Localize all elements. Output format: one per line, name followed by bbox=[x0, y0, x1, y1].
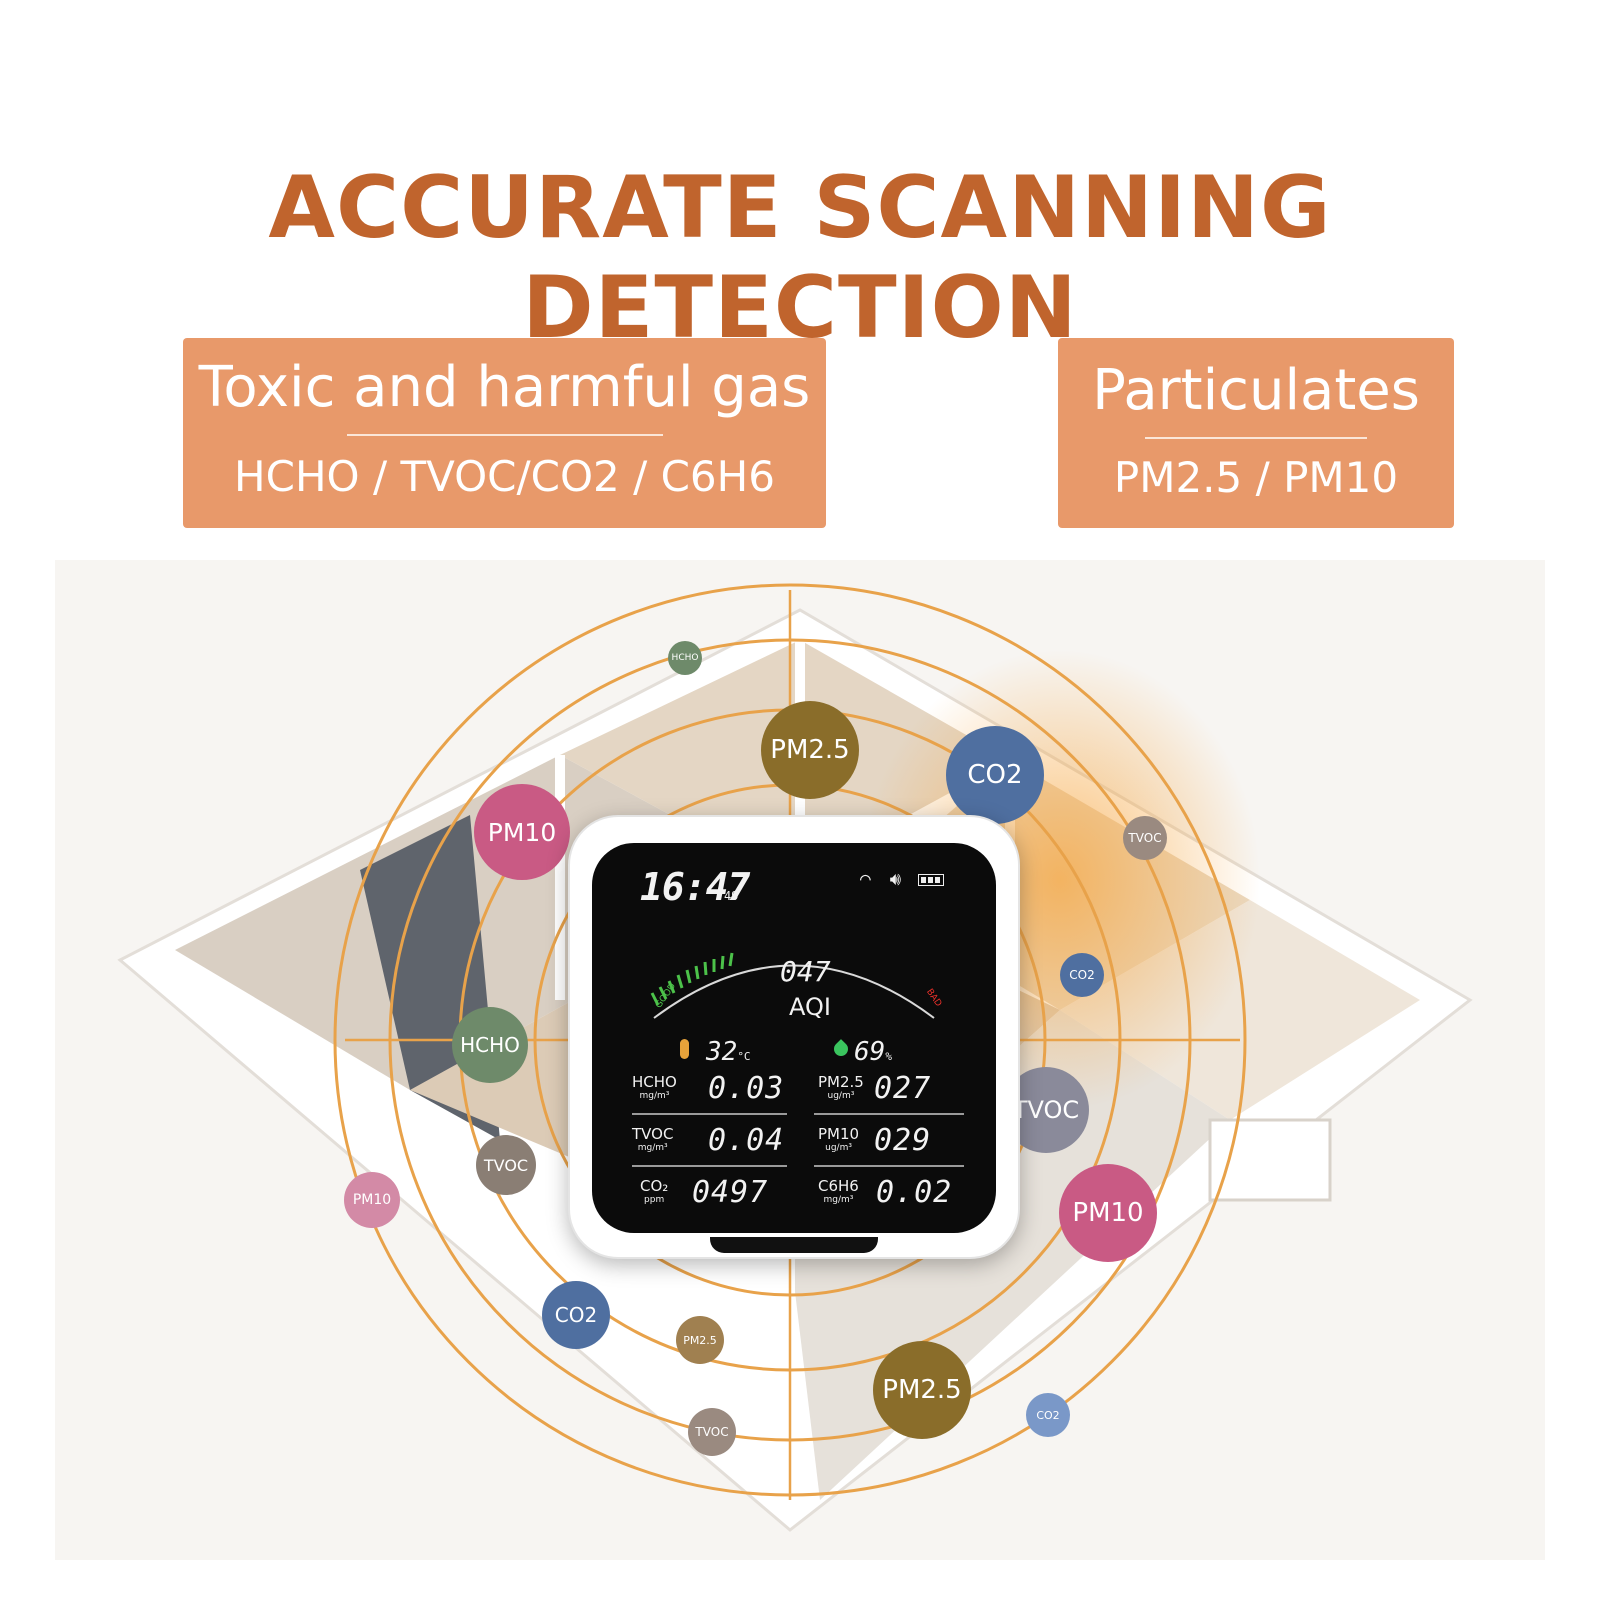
pollutant-bubble-tvoc: TVOC bbox=[1012, 1096, 1080, 1124]
speaker-icon: 🔊︎ bbox=[889, 869, 902, 890]
reading-pm25-unit: ug/m³ bbox=[827, 1091, 855, 1101]
reading-c6h6-value: 0.02 bbox=[876, 1175, 953, 1210]
reading-pm25-value: 027 bbox=[874, 1071, 932, 1106]
pollutant-bubble-tvoc: TVOC bbox=[695, 1425, 729, 1439]
reading-hcho-value: 0.03 bbox=[708, 1071, 785, 1106]
battery-icon bbox=[917, 874, 944, 886]
humidity-reading: 69% bbox=[854, 1037, 892, 1067]
particulates-title: Particulates bbox=[1092, 358, 1420, 423]
row-divider bbox=[632, 1165, 787, 1167]
monitor-screen: 16:47 49 ◠ 🔊︎ GOOD BAD 047 AQ bbox=[592, 843, 996, 1233]
pollutant-bubble-co2: CO2 bbox=[554, 1303, 598, 1327]
pollutant-bubble-tvoc: TVOC bbox=[1128, 831, 1162, 845]
reading-hcho-unit: mg/m³ bbox=[639, 1091, 670, 1101]
pollutant-bubble-pm10: PM10 bbox=[352, 1192, 392, 1208]
pollutant-bubble-hcho: HCHO bbox=[460, 1033, 520, 1057]
humidity-unit: % bbox=[885, 1050, 892, 1063]
clock-time: 16:47 bbox=[640, 865, 750, 909]
temperature-value: 32 bbox=[706, 1037, 738, 1067]
reading-co2-value: 0497 bbox=[692, 1175, 769, 1210]
temperature-unit: °C bbox=[737, 1050, 751, 1063]
toxic-gas-badge: Toxic and harmful gas HCHO / TVOC/CO2 / … bbox=[183, 338, 826, 528]
toxic-gas-divider bbox=[346, 434, 663, 436]
pollutant-bubble-co2: CO2 bbox=[967, 760, 1023, 790]
reading-c6h6-unit: mg/m³ bbox=[823, 1195, 854, 1205]
pollutant-bubble-pm10: PM10 bbox=[1072, 1198, 1144, 1228]
pollutant-bubble-pm25: PM2.5 bbox=[683, 1333, 717, 1347]
aqi-label: AQI bbox=[789, 993, 831, 1021]
reading-tvoc-value: 0.04 bbox=[708, 1123, 785, 1158]
pollutant-bubble-tvoc: TVOC bbox=[483, 1155, 529, 1175]
clock-seconds: 49 bbox=[724, 889, 739, 903]
humidity-value: 69 bbox=[854, 1037, 886, 1067]
wifi-icon: ◠ bbox=[860, 869, 871, 890]
pollutant-bubble-co2: CO2 bbox=[1036, 1408, 1060, 1422]
reading-pm10-unit: ug/m³ bbox=[825, 1143, 852, 1153]
pollutant-bubble-pm25: PM2.5 bbox=[770, 735, 850, 765]
pollutant-bubble-co2: CO2 bbox=[1069, 968, 1095, 982]
reading-pm10-value: 029 bbox=[874, 1123, 932, 1158]
pollutant-bubble-pm10: PM10 bbox=[487, 817, 557, 847]
row-divider bbox=[814, 1113, 964, 1115]
monitor-stand bbox=[710, 1237, 878, 1253]
toxic-gas-list: HCHO / TVOC/CO2 / C6H6 bbox=[234, 452, 775, 501]
aqi-gauge bbox=[650, 952, 935, 1019]
particulates-list: PM2.5 / PM10 bbox=[1113, 453, 1399, 502]
reading-tvoc-unit: mg/m³ bbox=[637, 1143, 668, 1153]
pollutant-bubble-markers bbox=[344, 641, 1167, 1456]
pollutant-bubble-pm25: PM2.5 bbox=[882, 1375, 962, 1405]
aqi-value: 047 bbox=[780, 955, 831, 988]
temperature-reading: 32°C bbox=[706, 1037, 751, 1067]
row-divider bbox=[814, 1165, 964, 1167]
headline: ACCURATE SCANNING DETECTION bbox=[268, 158, 1332, 358]
pollutant-bubble-hcho: HCHO bbox=[671, 653, 699, 663]
row-divider bbox=[632, 1113, 787, 1115]
toxic-gas-title: Toxic and harmful gas bbox=[198, 355, 811, 420]
particulates-divider bbox=[1145, 437, 1367, 439]
aqi-gauge-level bbox=[650, 952, 734, 1006]
status-icons: ◠ 🔊︎ bbox=[860, 869, 944, 890]
particulates-badge: Particulates PM2.5 / PM10 bbox=[1058, 338, 1454, 528]
thermometer-icon bbox=[680, 1039, 689, 1059]
air-quality-monitor: 16:47 49 ◠ 🔊︎ GOOD BAD 047 AQ bbox=[568, 815, 1020, 1259]
reading-co2-unit: ppm bbox=[644, 1195, 665, 1205]
